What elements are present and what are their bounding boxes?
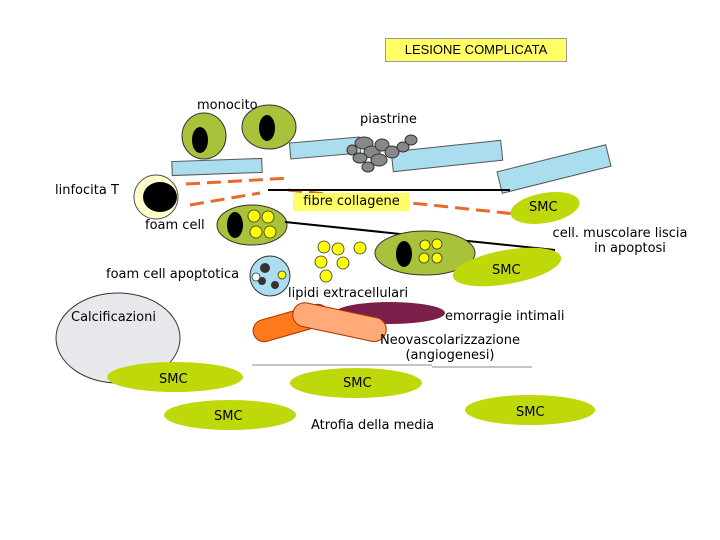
smc-icon: [164, 400, 296, 430]
smc-icon: [452, 247, 562, 287]
label-smc-bottom: SMC: [214, 409, 243, 424]
label-foam-cell: foam cell: [145, 218, 205, 233]
label-smc-top: SMC: [529, 200, 558, 215]
label-smc-apoptosi-1: cell. muscolare liscia: [552, 226, 688, 241]
label-neovasc-2: (angiogenesi): [405, 348, 495, 363]
label-piastrine: piastrine: [360, 112, 417, 127]
label-smc-apoptosi-2: in apoptosi: [594, 241, 666, 256]
label-smc-right: SMC: [516, 405, 545, 420]
label-smc-center: SMC: [343, 376, 372, 391]
label-linfocita: linfocita T: [55, 183, 119, 198]
label-smc-mid: SMC: [492, 263, 521, 278]
foam-cell-icon: [216, 204, 288, 246]
endothelium-strip: [171, 136, 612, 194]
label-fibre-collagene: fibre collagene: [293, 193, 410, 211]
monocyte-icon: [241, 104, 297, 150]
label-neovasc-1: Neovascolarizzazione: [380, 333, 520, 348]
smc-icon: [290, 368, 422, 398]
monocyte-icon: [181, 112, 227, 160]
platelet-icon: [346, 134, 418, 173]
page-title: LESIONE COMPLICATA: [385, 38, 567, 62]
lymphocyte-icon: [133, 174, 179, 220]
label-emorragie: emorragie intimali: [445, 309, 565, 324]
lipid-droplet-icon: [314, 240, 367, 283]
foam-cell-icon: [374, 230, 476, 276]
label-calcificazioni: Calcificazioni: [71, 310, 156, 325]
label-foam-cell-apoptotica: foam cell apoptotica: [106, 267, 240, 282]
smc-icon: [107, 362, 243, 392]
apoptotic-foam-cell-icon: [249, 255, 291, 297]
label-monocito: monocito: [197, 98, 258, 113]
label-smc-left: SMC: [159, 372, 188, 387]
neovessel-icon: [252, 302, 387, 343]
label-atrofia: Atrofia della media: [311, 418, 435, 433]
label-lipidi: lipidi extracellulari: [288, 286, 409, 301]
smc-icon: [465, 395, 595, 425]
smc-icon: [510, 192, 580, 224]
dashed-lines: [185, 176, 526, 217]
